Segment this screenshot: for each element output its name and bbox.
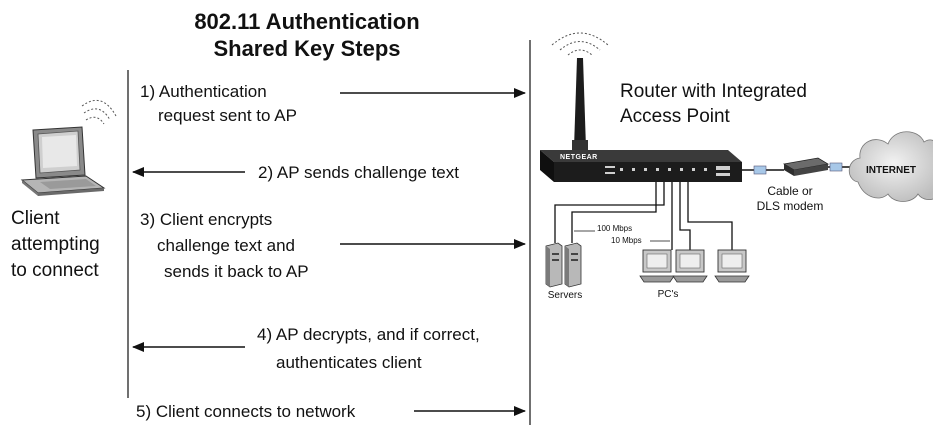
client-label-line2: attempting	[11, 234, 100, 255]
router-wireless-signal-icon	[551, 32, 609, 56]
diagram-title-line2: Shared Key Steps	[213, 36, 400, 61]
pc-icon	[639, 249, 675, 283]
internet-cloud-icon	[848, 131, 933, 202]
router-label-line2: Access Point	[620, 106, 731, 127]
modem-label-line2: DLS modem	[757, 199, 824, 213]
diagram-title-line1: 802.11 Authentication	[194, 9, 419, 34]
step-1-text-line2: request sent to AP	[158, 106, 297, 125]
client-wireless-signal-icon	[81, 99, 117, 125]
router-brand-label: NETGEAR	[560, 154, 598, 161]
server-icon	[545, 242, 563, 288]
pcs-label: PC's	[658, 289, 679, 300]
router-icon	[540, 150, 742, 182]
cable-connector-left	[753, 165, 767, 175]
pc-icon	[714, 249, 750, 283]
cable-connector-right	[829, 162, 843, 172]
step-2-text: 2) AP sends challenge text	[258, 163, 459, 182]
step-4-text-line2: authenticates client	[276, 353, 422, 372]
modem-label-line1: Cable or	[767, 184, 812, 198]
servers-label: Servers	[548, 290, 582, 301]
lan-cables	[554, 182, 733, 250]
router-label-line1: Router with Integrated	[620, 81, 807, 102]
internet-label: INTERNET	[866, 165, 916, 176]
step-5-text: 5) Client connects to network	[136, 402, 356, 421]
modem-icon	[782, 157, 830, 176]
laptop-icon	[20, 126, 106, 196]
step-1-text-line1: 1) Authentication	[140, 82, 267, 101]
server-icon	[564, 242, 582, 288]
step-3-text-line2: challenge text and	[157, 236, 295, 255]
router-antenna-icon	[572, 58, 588, 150]
step-3-text-line1: 3) Client encrypts	[140, 210, 272, 229]
client-label-line3: to connect	[11, 260, 99, 281]
speed-label-10mbps: 10 Mbps	[611, 236, 642, 245]
pc-icon	[672, 249, 708, 283]
client-label-line1: Client	[11, 208, 60, 229]
step-4-text-line1: 4) AP decrypts, and if correct,	[257, 325, 480, 344]
step-3-text-line3: sends it back to AP	[164, 262, 309, 281]
speed-label-100mbps: 100 Mbps	[597, 224, 632, 233]
